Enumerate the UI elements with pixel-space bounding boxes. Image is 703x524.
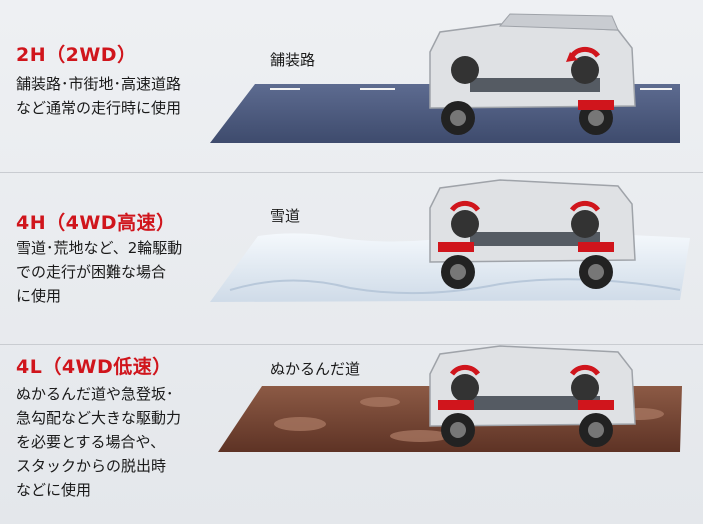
- description-line: での走行が困難な場合: [16, 263, 167, 281]
- mode-panel-2h: 2H（2WD） 舗装路･市街地･高速道路 など通常の走行時に使用 舗装路: [0, 0, 703, 172]
- description-line: 急勾配など大きな駆動力: [16, 409, 182, 427]
- mode-panel-4l: 4L（4WD低速） ぬかるんだ道や急登坂･ 急勾配など大きな駆動力 を必要とする…: [0, 344, 703, 524]
- mode-description-4l: ぬかるんだ道や急登坂･ 急勾配など大きな駆動力 を必要とする場合や、 スタックか…: [16, 382, 181, 502]
- mode-panel-4h: 4H（4WD高速） 雪道･荒地など、2輪駆動 での走行が困難な場合 に使用 雪道: [0, 172, 703, 344]
- road-label-paved: 舗装路: [270, 51, 316, 69]
- snow-road-scene: [210, 179, 690, 302]
- description-line: ぬかるんだ道や急登坂･: [16, 385, 174, 403]
- mode-title-2h: 2H（2WD）: [16, 44, 137, 66]
- vehicle-illustration-4l: [429, 345, 636, 447]
- panel-divider: [0, 172, 703, 173]
- road-label-snow: 雪道: [270, 207, 301, 225]
- paved-road-scene: [210, 13, 680, 143]
- mode-description-2h: 舗装路･市街地･高速道路 など通常の走行時に使用: [16, 72, 181, 120]
- description-line: 舗装路･市街地･高速道路: [16, 75, 182, 93]
- vehicle-illustration-4h: [429, 179, 636, 289]
- mud-road-scene: [218, 345, 682, 452]
- description-line: を必要とする場合や、: [16, 433, 166, 451]
- description-line: などに使用: [16, 481, 92, 499]
- mode-title-4h: 4H（4WD高速）: [16, 212, 176, 234]
- description-line: など通常の走行時に使用: [16, 99, 182, 117]
- description-line: スタックからの脱出時: [16, 457, 167, 475]
- mode-title-4l: 4L（4WD低速）: [16, 356, 172, 378]
- description-line: 雪道･荒地など、2輪駆動: [16, 239, 183, 257]
- mode-description-4h: 雪道･荒地など、2輪駆動 での走行が困難な場合 に使用: [16, 236, 182, 308]
- road-label-mud: ぬかるんだ道: [270, 360, 361, 378]
- vehicle-illustration-2h: [429, 13, 636, 135]
- panel-divider: [0, 344, 703, 345]
- description-line: に使用: [16, 287, 62, 305]
